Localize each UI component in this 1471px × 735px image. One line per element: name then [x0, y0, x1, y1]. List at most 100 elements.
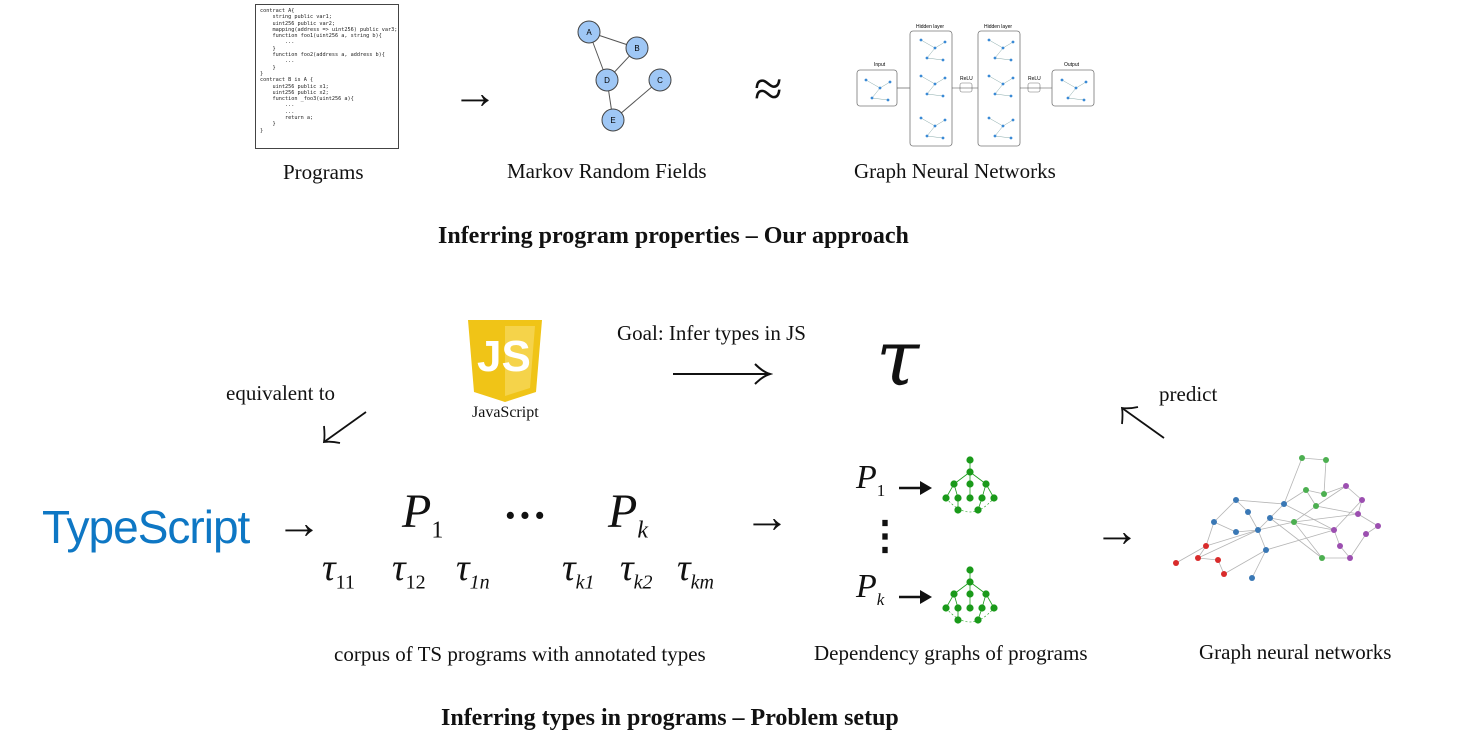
equivalent-label: equivalent to [226, 381, 336, 405]
gnn-edge [1357, 513, 1379, 527]
js-shield-icon [468, 320, 542, 402]
dep-arc [945, 497, 995, 513]
gnn-edge [1345, 485, 1363, 501]
gnn-node [1303, 487, 1309, 493]
gnn-edge [1235, 529, 1259, 533]
gnn-edge [1269, 517, 1335, 531]
graph-neural-network-diagram: Input Hidden layer ReLU Hidden layer ReL… [856, 24, 1095, 147]
top-section-title: Inferring program properties – Our appro… [438, 223, 909, 249]
gnn-edge [1305, 489, 1317, 507]
gnn-node [1173, 560, 1179, 566]
code-line: ... [260, 102, 295, 109]
goal-label: Goal: Infer types in JS [617, 321, 806, 345]
dep-node [954, 604, 962, 612]
code-line: contract A{ [260, 8, 295, 14]
gnn-edge [1265, 529, 1335, 551]
gnn-edge [1213, 521, 1237, 533]
gnn-edge [1269, 503, 1285, 519]
code-line: contract B is A { [260, 77, 314, 84]
arrow-dep-to-gnn: → [1094, 505, 1140, 556]
dep-pk-arrow-icon [899, 590, 932, 604]
gnn-node [1211, 519, 1217, 525]
code-line: ... [260, 58, 295, 65]
type-tauk2: τk2 [620, 547, 653, 594]
gnn-edge [1293, 513, 1359, 523]
gnn-node [1233, 497, 1239, 503]
mrf-node-a [577, 20, 601, 44]
gnn-node [1233, 529, 1239, 535]
mrf-node-label: D [604, 76, 610, 85]
gnn-node [1323, 457, 1329, 463]
nn-input-label: Input [874, 62, 886, 68]
gnn-node [1255, 527, 1261, 533]
program-p1: P1 [402, 485, 444, 544]
mrf-node-label: B [634, 44, 639, 53]
typescript-logo: TypeScript [42, 501, 250, 553]
dep-node [942, 494, 950, 502]
arrow-ts-to-corpus: → [276, 497, 322, 548]
dep-node [978, 494, 986, 502]
svg-text:ReLU: ReLU [960, 76, 973, 82]
predict-label: predict [1159, 382, 1218, 406]
dep-node [954, 616, 962, 624]
code-line: uint256 public x1; [260, 83, 329, 90]
gnn-edge [1257, 521, 1295, 531]
gnn-edge [1247, 511, 1259, 531]
svg-text:Hidden layer: Hidden layer [984, 24, 1012, 30]
gnn-edge [1205, 521, 1215, 547]
dep-node [966, 604, 974, 612]
dep-node [966, 468, 974, 476]
gnn-node [1245, 509, 1251, 515]
gnn-edge [1315, 505, 1359, 515]
code-line: return a; [260, 115, 314, 122]
gnn-node [1221, 571, 1227, 577]
mrf-node-e [601, 108, 625, 132]
dep-node [966, 494, 974, 502]
dep-node [990, 604, 998, 612]
code-line: } [260, 127, 264, 134]
code-line: } [260, 64, 276, 71]
code-line: string public var1; [260, 14, 332, 21]
gnn-edge [1257, 529, 1267, 551]
svg-text:Hidden layer: Hidden layer [916, 24, 944, 30]
gnn-edge [1283, 457, 1303, 505]
arrow-corpus-to-dep: → [744, 491, 790, 542]
javascript-logo: JS JavaScript [465, 318, 545, 424]
gnn-edge [1213, 499, 1237, 523]
dep-arc [945, 607, 995, 623]
gnn-node [1281, 501, 1287, 507]
approx-symbol: ≈ [754, 61, 783, 118]
gnn-edge [1223, 549, 1267, 575]
code-line: function _foo3(uint256 a){ [260, 96, 354, 103]
tau-symbol: 𝜏 [876, 315, 920, 402]
gnn-edge [1175, 545, 1207, 564]
arrow-programs-to-mrf: → [452, 67, 498, 118]
vertical-dots: ⋮ [865, 513, 905, 558]
dep-node [942, 604, 950, 612]
dep-p1: P1 [856, 459, 886, 500]
ellipsis-dots: ··· [503, 491, 548, 540]
code-line: ... [260, 108, 295, 115]
mrf-node-d [595, 68, 619, 92]
dependency-graph-p1 [942, 456, 998, 514]
gnn-edge [1315, 485, 1347, 507]
gnn-node [1263, 547, 1269, 553]
type-tau12: τ12 [392, 547, 426, 594]
code-line: function foo1(uint256 a, string b){ [260, 33, 382, 40]
code-line: ... [260, 39, 295, 46]
gnn-edge [1251, 549, 1267, 579]
gnn-node [1249, 575, 1255, 581]
gnn-node [1195, 555, 1201, 561]
svg-text:Output: Output [1064, 62, 1080, 68]
dep-node [982, 590, 990, 598]
svg-text:ReLU: ReLU [1028, 76, 1041, 82]
code-line: } [260, 121, 276, 128]
gnn-node [1299, 455, 1305, 461]
gnn-node [1215, 557, 1221, 563]
gnn-edge [1293, 505, 1317, 523]
dep-node [966, 578, 974, 586]
gnn-edge [1205, 529, 1259, 547]
type-tauk1: τk1 [562, 547, 595, 594]
dep-pk: Pk [856, 568, 885, 609]
